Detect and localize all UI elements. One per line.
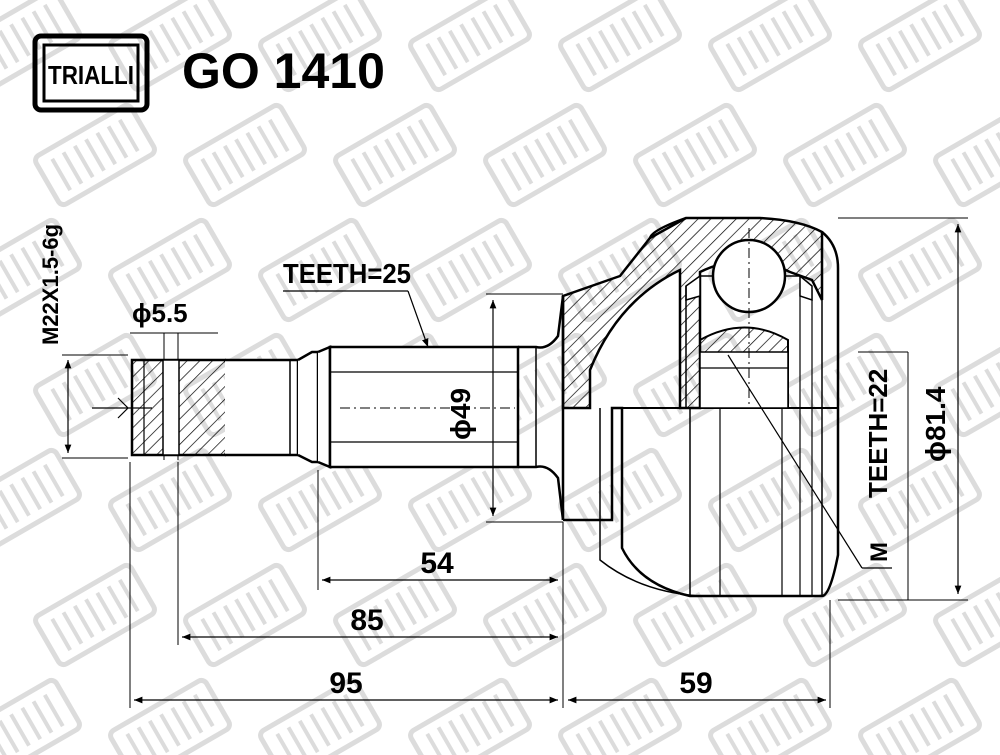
watermark-logo <box>258 447 382 553</box>
watermark-logo <box>708 677 832 755</box>
watermark-logo <box>183 102 307 208</box>
watermark-logo <box>108 677 232 755</box>
outer-diameter-label: ϕ81.4 <box>920 386 951 462</box>
watermark-logo <box>108 217 232 323</box>
watermark-logo <box>933 562 1000 668</box>
watermark-logo <box>258 217 382 323</box>
brand-logo: TRIALLI <box>32 33 150 113</box>
bell-housing <box>561 216 840 598</box>
watermark-logo <box>858 677 982 755</box>
watermark-logo <box>783 562 907 668</box>
outer-teeth-label: TEETH=25 <box>283 258 411 289</box>
watermark-logo <box>258 0 382 93</box>
watermark-logo <box>258 677 382 755</box>
hole-diameter-label: ϕ5.5 <box>132 298 188 328</box>
watermark-logo <box>633 562 757 668</box>
marker-leader <box>727 354 892 569</box>
watermark-logo <box>783 102 907 208</box>
seal-diameter-dimension <box>486 293 563 523</box>
watermark-logo <box>858 217 982 323</box>
watermark-logo <box>708 0 832 93</box>
watermark-logo <box>0 677 82 755</box>
watermark-logo <box>183 562 307 668</box>
watermark-logo <box>633 102 757 208</box>
thread-dimension <box>62 354 128 459</box>
outer-diameter-dimension <box>838 217 968 601</box>
dim-54: 54 <box>420 547 454 580</box>
length-dimensions <box>129 462 831 708</box>
inner-teeth-label: TEETH=22 <box>863 369 893 498</box>
thread-label: M22X1.5-6g <box>38 224 63 345</box>
watermark-logo <box>108 447 232 553</box>
dim-85: 85 <box>350 604 383 637</box>
watermark-logo <box>333 102 457 208</box>
seal-diameter-label: ϕ49 <box>445 388 476 440</box>
watermark-logo <box>0 447 82 553</box>
watermark-logo <box>708 447 832 553</box>
watermark-logo <box>408 0 532 93</box>
part-number: GO 1410 <box>182 43 385 99</box>
watermark-logo <box>483 562 607 668</box>
dim-59: 59 <box>679 667 712 700</box>
dim-95: 95 <box>329 667 362 700</box>
watermark-logo <box>33 102 157 208</box>
watermark-logo <box>0 217 82 323</box>
watermark-logo <box>933 102 1000 208</box>
watermark-logo <box>33 562 157 668</box>
watermark-logo <box>408 677 532 755</box>
watermark-logo <box>408 217 532 323</box>
shaft <box>92 295 565 521</box>
watermark-logo <box>558 677 682 755</box>
marker-label: M <box>866 542 893 562</box>
outer-teeth-leader <box>283 290 429 348</box>
watermark-logo <box>558 447 682 553</box>
watermark-logo <box>558 0 682 93</box>
logo-text: TRIALLI <box>48 60 134 90</box>
watermark-logo <box>858 0 982 93</box>
watermark-logo <box>108 0 232 93</box>
watermark-logo <box>483 102 607 208</box>
